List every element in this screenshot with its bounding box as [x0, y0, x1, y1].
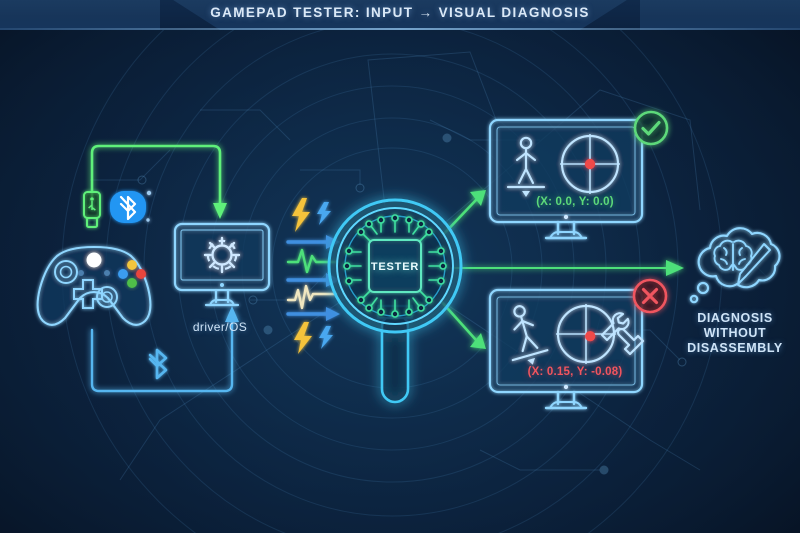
- usb-cable-path: [90, 144, 227, 219]
- monitor-ok-coords: (X: 0.0, Y: 0.0): [536, 196, 614, 208]
- brain-thought-bubble-icon: [689, 227, 781, 304]
- bolt-icon: [294, 322, 312, 354]
- driver-os-label: driver/OS: [192, 320, 248, 334]
- dpad: [73, 279, 103, 309]
- a-button: [127, 278, 137, 288]
- diagnosis-label: DIAGNOSIS WITHOUT DISASSEMBLY: [676, 311, 794, 356]
- gamepad[interactable]: [24, 222, 164, 332]
- x-button: [118, 269, 128, 279]
- tester-magnifier[interactable]: TESTER: [327, 196, 463, 406]
- monitor-ok[interactable]: [486, 112, 666, 242]
- waveform-icon: [286, 248, 340, 274]
- monitor-drift-coords: (X: 0.15, Y: -0.08): [527, 366, 623, 378]
- diagnosis-line-1: DIAGNOSIS: [697, 311, 773, 325]
- input-signal-stack: [286, 198, 340, 354]
- bluetooth-icon: [148, 348, 168, 380]
- standing-person-icon: [506, 136, 546, 197]
- stick-dot: [584, 158, 596, 170]
- right-stick: [96, 286, 118, 308]
- bolt-icon: [319, 326, 333, 349]
- bolt-icon: [317, 202, 331, 225]
- title-banner: GAMEPAD TESTER: INPUT → VISUAL DIAGNOSIS: [0, 0, 800, 30]
- bluetooth-icon: [110, 190, 152, 223]
- b-button: [136, 269, 146, 279]
- page-title: GAMEPAD TESTER: INPUT → VISUAL DIAGNOSIS: [210, 5, 590, 20]
- gear-icon: [203, 236, 241, 274]
- tester-chip-label: TESTER: [371, 261, 419, 273]
- screwdriver-icon: [737, 243, 771, 285]
- drifting-person-icon: [511, 305, 549, 365]
- usb-connector-icon: [83, 191, 101, 228]
- check-circle-icon: [633, 110, 669, 146]
- menu-button: [104, 270, 110, 276]
- bolt-icon: [292, 198, 310, 232]
- guide-button: [86, 252, 102, 268]
- driver-os-monitor[interactable]: [172, 222, 272, 314]
- left-stick: [54, 260, 78, 284]
- arrow-icon: [286, 307, 340, 321]
- monitor-drift[interactable]: [486, 282, 666, 418]
- stick-dot: [585, 331, 596, 342]
- diagnosis-line-2: WITHOUT: [703, 326, 767, 340]
- brain-icon: [713, 239, 753, 271]
- y-button: [127, 260, 137, 270]
- diagnosis-line-3: DISASSEMBLY: [687, 341, 783, 355]
- x-circle-icon: [632, 278, 668, 314]
- bluetooth-cable-path: [90, 306, 239, 393]
- wrench-screwdriver-icon: [600, 312, 645, 356]
- waveform-icon: [286, 284, 338, 310]
- crosshair-icon: [560, 134, 620, 194]
- view-button: [78, 270, 84, 276]
